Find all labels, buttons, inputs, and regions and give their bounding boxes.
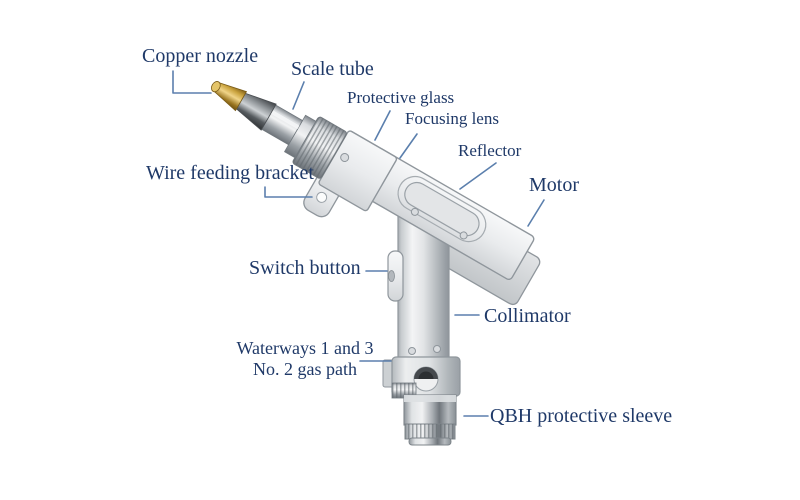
leader-copper-nozzle [172,70,212,94]
leader-protective-glass [374,110,391,141]
screw-icon [340,153,350,163]
label-switch-button: Switch button [249,257,361,279]
reflector-slot [404,181,480,237]
screw-icon [433,345,441,353]
label-waterways: Waterways 1 and 3 No. 2 gas path [230,338,380,380]
label-qbh-protective-sleeve: QBH protective sleeve [490,405,673,427]
qbh-connector-part [391,382,457,446]
reflector-plate [397,175,487,243]
leader-focusing-lens [399,133,418,159]
label-collimator: Collimator [484,305,571,327]
label-copper-nozzle: Copper nozzle [142,45,259,67]
screw-icon [410,207,419,216]
leader-lines [172,70,545,417]
leader-scale-tube [292,81,305,110]
label-waterways-line2: No. 2 gas path [253,359,357,379]
label-scale-tube: Scale tube [291,58,374,80]
switch-button-part [387,250,404,302]
label-motor: Motor [529,174,579,196]
screw-icon [459,231,468,240]
leader-wire-feeding-bracket [264,186,313,198]
qbh-knurled-ring [404,423,456,440]
label-wire-feeding-bracket: Wire feeding bracket [146,162,314,184]
protective-glass-mount [283,114,347,179]
leader-motor [527,199,545,227]
copper-nozzle-part [211,81,248,112]
label-protective-glass: Protective glass [347,88,455,107]
leader-reflector [459,162,497,190]
label-reflector: Reflector [458,141,522,160]
gun-body [211,81,535,281]
scale-tube-part [261,104,304,146]
label-focusing-lens: Focusing lens [405,109,499,128]
label-waterways-line1: Waterways 1 and 3 [236,338,374,358]
screw-icon [408,347,416,355]
